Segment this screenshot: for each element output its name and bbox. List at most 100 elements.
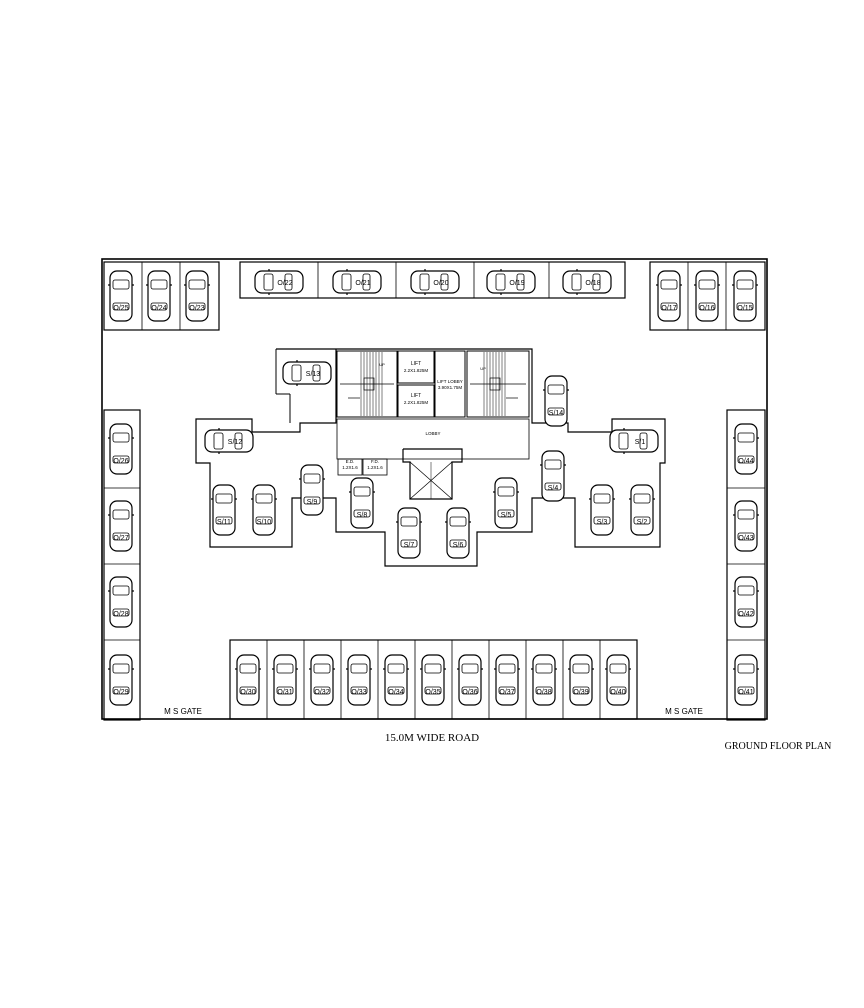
car-o-30: O/30 [235,654,261,706]
car-o-21: O/21 [332,269,382,295]
car-o-39: O/39 [568,654,594,706]
car-space-label: O/30 [240,689,255,696]
car-space-label: S/1 [635,439,646,446]
car-space-label: S/3 [597,519,608,526]
ed-title: E.D. [346,459,355,464]
car-space-label: O/39 [573,689,588,696]
car-space-label: O/42 [738,611,753,618]
car-space-label: O/36 [462,689,477,696]
car-o-22: O/22 [254,269,304,295]
gate-label-left: M S GATE [164,707,202,716]
parking-bays-top-right [649,261,766,331]
lift-1 [397,350,435,384]
plan-title: GROUND FLOOR PLAN [725,741,832,752]
car-space-label: O/43 [738,535,753,542]
car-s-9: S/9 [299,464,325,516]
car-space-label: O/29 [113,689,128,696]
car-space-label: O/35 [425,689,440,696]
car-space-label: O/15 [737,305,752,312]
car-o-16: O/16 [694,270,720,322]
car-o-28: O/28 [108,576,134,628]
fd-title: F.D. [371,459,379,464]
car-space-label: O/18 [585,280,600,287]
lobby-label: LOBBY [425,431,440,436]
car-s-5: S/5 [493,477,519,529]
car-o-35: O/35 [420,654,446,706]
car-o-19: O/19 [486,269,536,295]
car-o-17: O/17 [656,270,682,322]
car-space-label: O/23 [189,305,204,312]
car-o-26: O/26 [108,423,134,475]
car-space-label: S/9 [307,499,318,506]
car-o-29: O/29 [108,654,134,706]
stair-up-label-right: UP [480,366,486,371]
site-boundary [101,258,768,720]
car-o-34: O/34 [383,654,409,706]
car-space-label: S/7 [404,542,415,549]
road-caption: 15.0M WIDE ROAD [385,732,479,744]
car-o-42: O/42 [733,576,759,628]
car-space-label: O/33 [351,689,366,696]
fd-dim: 1.2X1.6 [367,465,383,470]
car-space-label: O/41 [738,689,753,696]
car-s-4: S/4 [540,450,566,502]
car-space-label: O/44 [738,458,753,465]
car-space-label: O/26 [113,458,128,465]
car-space-label: S/8 [357,512,368,519]
parking-bays-top-left [103,261,220,331]
car-space-label: S/12 [228,439,243,446]
car-o-37: O/37 [494,654,520,706]
car-space-label: S/11 [217,519,231,526]
car-s-8: S/8 [349,477,375,529]
stair-well [489,377,501,391]
car-space-label: O/37 [499,689,514,696]
car-o-27: O/27 [108,500,134,552]
car-space-label: O/20 [433,280,448,287]
lift-2-title: LIFT [411,393,421,399]
car-s-14: S/14 [543,375,569,427]
car-o-41: O/41 [733,654,759,706]
car-space-label: O/24 [151,305,166,312]
car-space-label: O/21 [355,280,370,287]
car-s-6: S/6 [445,507,471,559]
car-space-label: O/22 [277,280,292,287]
lobby-area [336,418,530,460]
parking-bays-top-middle [239,261,626,299]
car-s-12: S/12 [204,428,254,454]
lift-1-dim: 2.2X1.825M [404,368,429,373]
car-space-label: O/34 [388,689,403,696]
parking-bays-bottom [229,639,638,720]
car-space-label: S/6 [453,542,464,549]
car-space-label: O/31 [277,689,292,696]
car-o-43: O/43 [733,500,759,552]
car-o-25: O/25 [108,270,134,322]
building-outline [195,348,666,567]
car-space-label: S/2 [637,519,648,526]
parking-bays-right [726,409,766,721]
parking-bays-left [103,409,141,721]
car-o-24: O/24 [146,270,172,322]
car-o-40: O/40 [605,654,631,706]
car-o-33: O/33 [346,654,372,706]
car-o-38: O/38 [531,654,557,706]
staircase-left [336,350,398,418]
electrical-duct [337,458,363,476]
stair-up-label-left: UP [379,362,385,367]
stair-well [363,377,375,391]
car-o-44: O/44 [733,423,759,475]
lift-1-title: LIFT [411,361,421,367]
entrance-canopy [402,448,463,500]
car-space-label: S/5 [501,512,512,519]
car-space-label: S/13 [306,371,321,378]
lift-2-dim: 2.2X1.825M [404,400,429,405]
car-space-label: O/19 [509,280,524,287]
car-o-18: O/18 [562,269,612,295]
car-space-label: O/28 [113,611,128,618]
car-o-20: O/20 [410,269,460,295]
car-space-label: S/10 [257,519,272,526]
lift-lobby [434,350,466,418]
car-space-label: S/14 [549,410,564,417]
car-o-32: O/32 [309,654,335,706]
car-o-31: O/31 [272,654,298,706]
